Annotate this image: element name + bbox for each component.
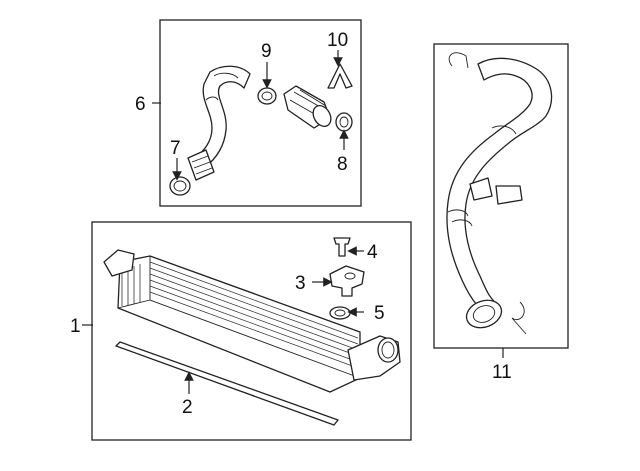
inlet-pipe-icon — [446, 52, 553, 335]
box-hose-assembly — [159, 19, 362, 207]
callout-2: 2 — [182, 397, 193, 418]
air-duct-icon — [283, 85, 332, 129]
clip-10-icon — [327, 63, 353, 89]
callout-5: 5 — [374, 303, 385, 324]
callout-4: 4 — [367, 242, 378, 263]
box-intercooler — [91, 221, 412, 441]
callout-8: 8 — [337, 154, 348, 175]
callout-11: 11 — [492, 362, 512, 383]
seal-strip-2-icon — [115, 341, 339, 426]
clamp-7-icon — [169, 176, 191, 196]
callout-3: 3 — [295, 273, 306, 294]
callout-7: 7 — [170, 138, 181, 159]
sensor-3-icon — [329, 265, 365, 297]
callout-6: 6 — [135, 94, 146, 115]
intercooler-icon — [103, 249, 401, 393]
clamp-9-icon — [257, 87, 277, 105]
callout-1: 1 — [70, 316, 81, 337]
outlet-hose-icon — [187, 65, 251, 181]
seal-8-icon — [335, 112, 353, 132]
callout-9: 9 — [261, 41, 272, 62]
seal-5-icon — [329, 306, 351, 320]
bolt-4-icon — [333, 237, 351, 257]
box-inlet-pipe — [433, 43, 569, 349]
callout-10: 10 — [327, 30, 348, 51]
